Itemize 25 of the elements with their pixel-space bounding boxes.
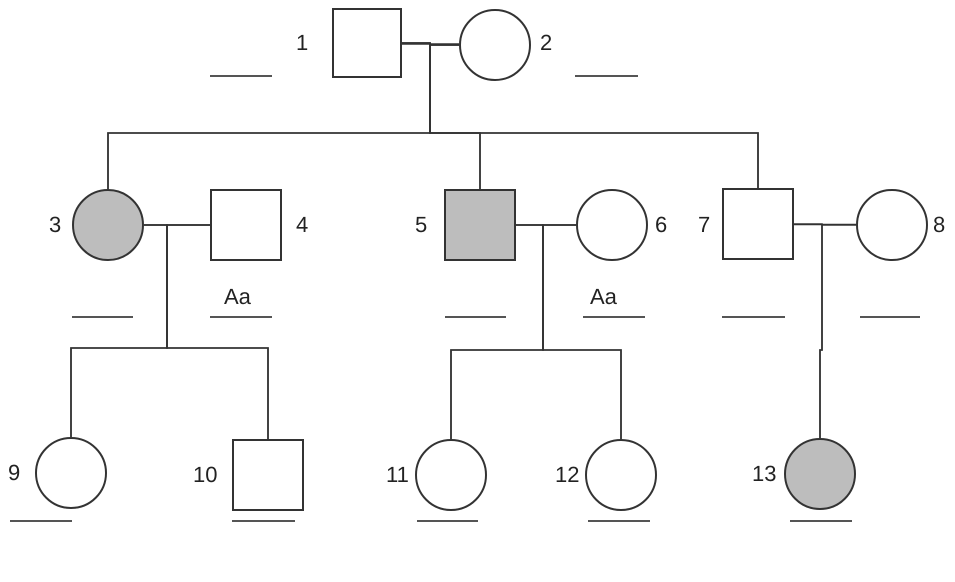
individual-number: 9 [8, 461, 20, 485]
descent-line [166, 224, 269, 439]
individual-number: 11 [386, 463, 409, 487]
individual-number: 6 [655, 213, 668, 237]
individual-number: 13 [752, 462, 776, 486]
individual-number: 3 [49, 213, 62, 237]
affected-male-square [444, 189, 516, 261]
descent-line [542, 224, 622, 439]
individual-number: 5 [415, 213, 428, 237]
mating-line [794, 224, 856, 226]
male-square [210, 189, 282, 261]
mating-line [402, 43, 459, 45]
individual-number: 12 [555, 463, 580, 487]
genotype-label: Aa [224, 285, 251, 309]
male-square [232, 439, 304, 511]
descent-line [819, 224, 856, 438]
male-square [332, 8, 402, 78]
individual-number: 8 [933, 213, 946, 237]
individual-number: 4 [296, 213, 308, 237]
individual-number: 10 [193, 463, 218, 487]
genotype-label: Aa [590, 285, 617, 309]
male-square [722, 188, 794, 260]
individual-number: 7 [698, 213, 710, 237]
individual-number: 2 [540, 31, 552, 55]
individual-number: 1 [296, 31, 308, 55]
